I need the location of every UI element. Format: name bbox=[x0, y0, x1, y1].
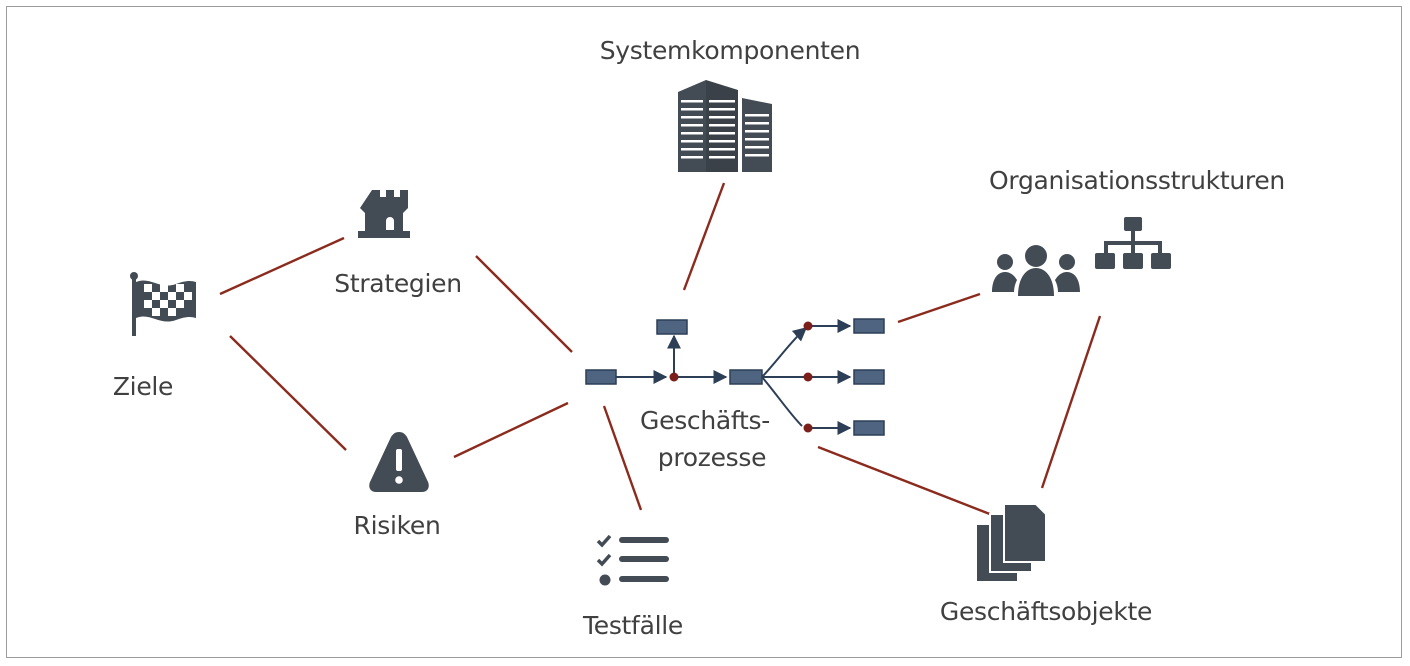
label-organisationsstrukturen: Organisationsstrukturen bbox=[989, 166, 1285, 195]
label-systemkomponenten: Systemkomponenten bbox=[599, 36, 861, 65]
user-group-icon bbox=[992, 245, 1080, 296]
process-step-start bbox=[585, 369, 617, 385]
label-geschaeftsprozesse-line1: Geschäfts- bbox=[640, 406, 770, 435]
connector-prozesse-organisation bbox=[897, 292, 981, 324]
process-gateway-4 bbox=[803, 423, 813, 433]
process-step-branch-1 bbox=[853, 318, 885, 334]
documents-stack-icon bbox=[975, 503, 1047, 583]
process-gateway-2 bbox=[803, 321, 813, 331]
connector-system-prozesse bbox=[682, 182, 726, 291]
label-geschaeftsprozesse-line2: prozesse bbox=[657, 443, 767, 472]
process-step-branch-3 bbox=[853, 420, 885, 436]
connector-ziele-risiken bbox=[229, 335, 347, 451]
connector-testfaelle-prozesse bbox=[602, 405, 643, 511]
process-flow bbox=[585, 318, 885, 436]
connector-prozesse-objekte bbox=[817, 445, 1001, 520]
castle-tower-icon bbox=[358, 190, 410, 238]
checkered-flag-icon bbox=[130, 272, 196, 336]
label-risiken: Risiken bbox=[353, 511, 441, 540]
process-step-top bbox=[656, 319, 688, 335]
buildings-icon bbox=[678, 80, 772, 172]
connector-organisation-objekte bbox=[1040, 315, 1102, 489]
org-chart-icon bbox=[1095, 217, 1171, 269]
label-ziele: Ziele bbox=[112, 372, 174, 401]
label-geschaeftsobjekte: Geschäftsobjekte bbox=[939, 597, 1153, 626]
process-step-middle bbox=[729, 369, 763, 385]
connector-strategien-prozesse bbox=[475, 255, 573, 353]
connector-risiken-prozesse bbox=[453, 401, 569, 459]
label-testfaelle: Testfälle bbox=[583, 611, 683, 640]
process-gateway-3 bbox=[803, 372, 813, 382]
warning-triangle-icon bbox=[369, 432, 429, 492]
connectors bbox=[219, 182, 1102, 520]
process-step-branch-2 bbox=[853, 369, 885, 385]
label-strategien: Strategien bbox=[334, 269, 462, 298]
connector-ziele-strategien bbox=[219, 236, 345, 296]
process-gateway-1 bbox=[669, 372, 679, 382]
checklist-icon bbox=[596, 534, 669, 586]
